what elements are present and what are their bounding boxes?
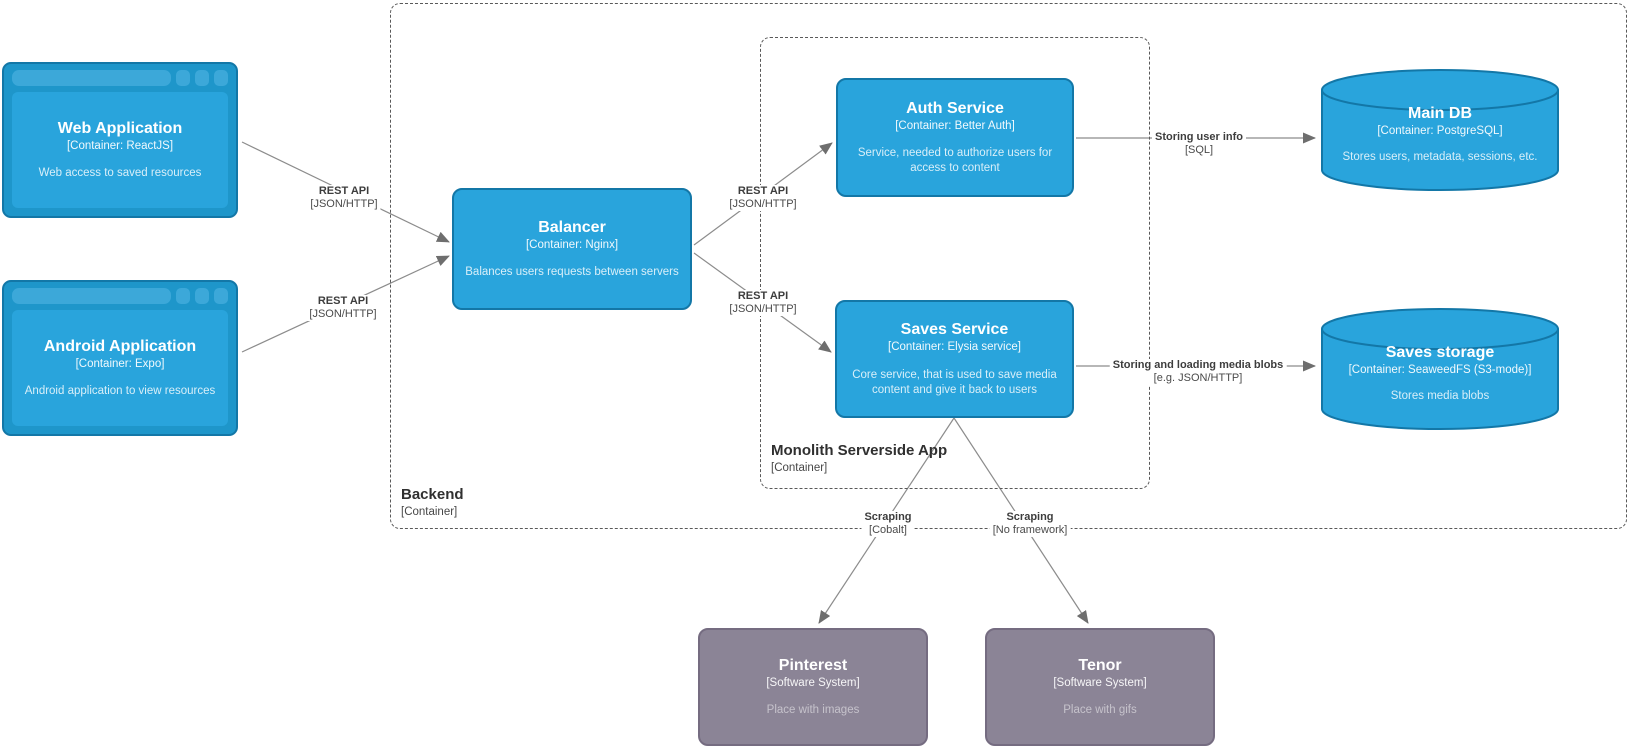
node-saves-service[interactable]: Saves Service [Container: Elysia service… <box>835 300 1074 418</box>
node-title: Saves Service <box>900 321 1009 339</box>
boundary-title: Backend <box>401 485 464 503</box>
node-description: Web access to saved resources <box>38 167 202 180</box>
edge-label-line2: [JSON/HTTP] <box>729 303 797 315</box>
edge-label-saves-pinterest: Scraping [Cobalt] <box>861 511 915 537</box>
node-subtitle: [Container: ReactJS] <box>66 139 174 152</box>
node-description: Stores users, metadata, sessions, etc. <box>1342 150 1538 163</box>
edge-label-balancer-auth: REST API [JSON/HTTP] <box>726 185 800 211</box>
browser-button <box>214 288 228 304</box>
browser-button <box>195 70 209 86</box>
edge-label-line2: [No framework] <box>992 524 1068 536</box>
node-title: Saves storage <box>1385 344 1495 361</box>
database-cylinder-shape <box>1321 307 1559 431</box>
node-tenor[interactable]: Tenor [Software System] Place with gifs <box>985 628 1215 746</box>
node-title: Web Application <box>57 119 183 137</box>
edge-label-line1: REST API <box>737 290 789 302</box>
database-cylinder-shape <box>1321 68 1559 192</box>
edge-label-line2: [Cobalt] <box>869 524 907 536</box>
node-description: Core service, that is used to save media… <box>852 368 1057 396</box>
boundary-subtitle: [Container] <box>771 461 828 474</box>
browser-button <box>176 288 190 304</box>
edge-label-line1: REST API <box>318 185 370 197</box>
node-description: Balances users requests between servers <box>465 266 679 279</box>
edge-label-line1: Scraping <box>864 511 912 523</box>
node-auth-service[interactable]: Auth Service [Container: Better Auth] Se… <box>836 78 1074 197</box>
edge-label-line2: [JSON/HTTP] <box>309 308 377 320</box>
edge-label-line1: Storing user info <box>1155 131 1243 143</box>
edge-label-line1: Scraping <box>1006 511 1054 523</box>
node-subtitle: [Container: Better Auth] <box>895 119 1015 132</box>
node-subtitle: [Container: Elysia service] <box>888 341 1021 354</box>
edge-label-line2: [JSON/HTTP] <box>729 198 797 210</box>
boundary-title: Monolith Serverside App <box>771 441 948 459</box>
node-title: Tenor <box>1078 656 1122 674</box>
node-subtitle: [Container: Expo] <box>75 357 165 370</box>
node-title: Android Application <box>43 337 197 355</box>
boundary-subtitle: [Container] <box>401 505 458 518</box>
node-saves-storage[interactable]: Saves storage [Container: SeaweedFS (S3-… <box>1320 307 1560 431</box>
edge-label-auth-maindb: Storing user info [SQL] <box>1152 131 1246 157</box>
edge-label-saves-storage: Storing and loading media blobs [e.g. JS… <box>1109 359 1287 385</box>
node-title: Pinterest <box>778 656 848 674</box>
node-title: Balancer <box>538 218 606 236</box>
node-subtitle: [Container: Nginx] <box>525 238 619 251</box>
edge-label-android-balancer: REST API [JSON/HTTP] <box>306 295 380 321</box>
browser-chrome <box>12 70 228 86</box>
edge-label-line1: REST API <box>737 185 789 197</box>
node-description: Place with gifs <box>1063 704 1137 717</box>
edge-label-line2: [SQL] <box>1184 144 1214 156</box>
boundary-monolith-label: Monolith Serverside App [Container] <box>771 442 947 476</box>
node-subtitle: [Container: PostgreSQL] <box>1377 125 1503 137</box>
node-main-db[interactable]: Main DB [Container: PostgreSQL] Stores u… <box>1320 68 1560 192</box>
node-description: Stores media blobs <box>1390 389 1490 402</box>
node-pinterest[interactable]: Pinterest [Software System] Place with i… <box>698 628 928 746</box>
edge-label-line1: REST API <box>317 295 369 307</box>
browser-button <box>195 288 209 304</box>
node-description: Service, needed to authorize users for a… <box>857 147 1053 175</box>
node-balancer[interactable]: Balancer [Container: Nginx] Balances use… <box>452 188 692 310</box>
node-body: Web Application [Container: ReactJS] Web… <box>12 92 228 208</box>
node-web-application[interactable]: Web Application [Container: ReactJS] Web… <box>2 62 238 218</box>
browser-address-bar <box>12 288 171 304</box>
node-title: Main DB <box>1408 105 1472 122</box>
edge-label-balancer-saves: REST API [JSON/HTTP] <box>726 290 800 316</box>
node-description: Place with images <box>766 704 860 717</box>
node-body: Android Application [Container: Expo] An… <box>12 310 228 426</box>
node-title: Auth Service <box>906 99 1004 117</box>
boundary-backend-label: Backend [Container] <box>401 486 464 520</box>
edge-label-web-balancer: REST API [JSON/HTTP] <box>307 185 381 211</box>
boundary-monolith: Monolith Serverside App [Container] <box>760 37 1150 489</box>
node-subtitle: [Container: SeaweedFS (S3-mode)] <box>1348 364 1532 376</box>
node-android-application[interactable]: Android Application [Container: Expo] An… <box>2 280 238 436</box>
browser-chrome <box>12 288 228 304</box>
browser-button <box>214 70 228 86</box>
node-subtitle: [Software System] <box>1053 676 1147 689</box>
edge-label-saves-tenor: Scraping [No framework] <box>989 511 1071 537</box>
node-subtitle: [Software System] <box>766 676 860 689</box>
browser-address-bar <box>12 70 171 86</box>
edge-label-line2: [JSON/HTTP] <box>310 198 378 210</box>
node-body: Main DB [Container: PostgreSQL] Stores u… <box>1320 104 1560 164</box>
node-description: Android application to view resources <box>24 385 216 398</box>
browser-button <box>176 70 190 86</box>
node-body: Saves storage [Container: SeaweedFS (S3-… <box>1320 343 1560 403</box>
edge-label-line2: [e.g. JSON/HTTP] <box>1153 372 1243 384</box>
edge-label-line1: Storing and loading media blobs <box>1112 359 1284 371</box>
